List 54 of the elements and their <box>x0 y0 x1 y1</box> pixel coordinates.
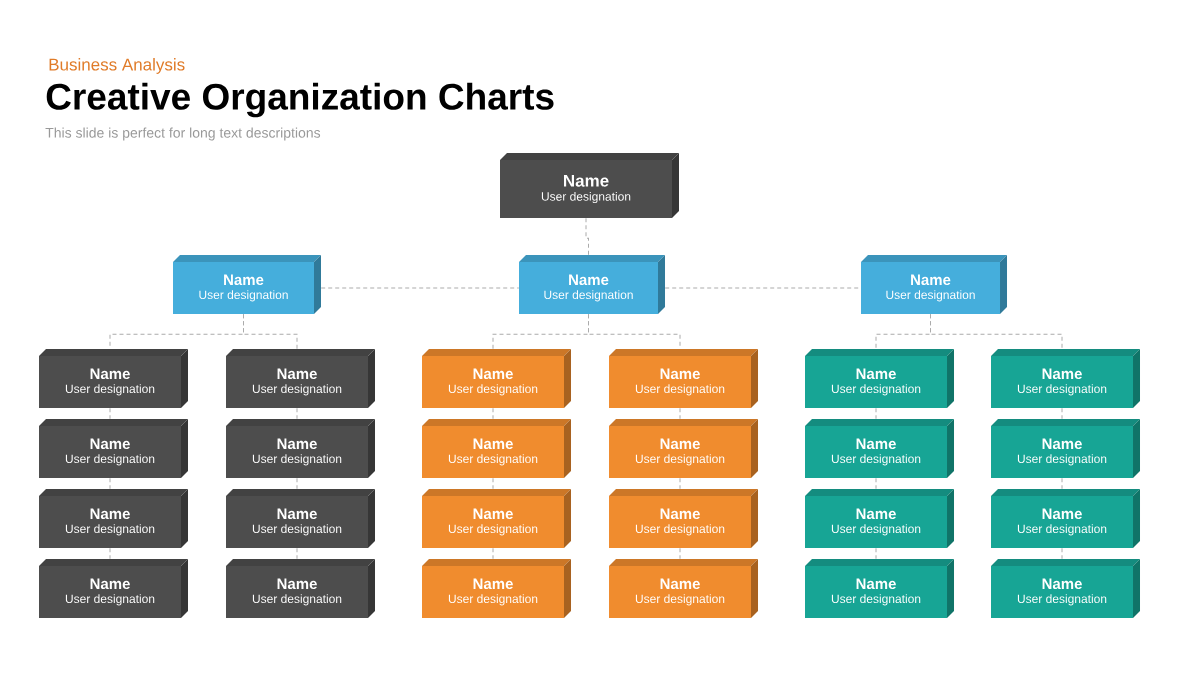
connector-line <box>1061 407 1063 420</box>
connector-line <box>296 547 298 560</box>
org-box: Name User designation <box>805 349 954 408</box>
org-box: Name User designation <box>861 255 1007 314</box>
connector-line <box>875 407 877 420</box>
connector-line <box>875 547 877 560</box>
org-box: Name User designation <box>609 349 758 408</box>
connector-line <box>109 407 111 420</box>
connector-line <box>492 477 494 490</box>
connector-line <box>320 287 520 289</box>
kicker-text: Business Analysis <box>49 58 185 74</box>
org-box: Name User designation <box>39 559 188 618</box>
title: Creative Organization Charts <box>46 82 554 118</box>
connector-line <box>875 477 877 490</box>
org-box: Name User designation <box>991 489 1140 548</box>
connector-line <box>109 477 111 490</box>
org-box: Name User designation <box>226 419 375 478</box>
org-box: Name User designation <box>173 255 321 314</box>
org-box: Name User designation <box>226 489 375 548</box>
org-box: Name User designation <box>805 489 954 548</box>
org-box: Name User designation <box>500 153 679 218</box>
org-box: Name User designation <box>991 419 1140 478</box>
org-box: Name User designation <box>422 489 571 548</box>
connector-line <box>679 547 681 560</box>
org-box: Name User designation <box>609 559 758 618</box>
connector-line <box>664 287 862 289</box>
subtitle: This slide is perfect for long text descriptions <box>45 127 321 141</box>
org-box: Name User designation <box>991 349 1140 408</box>
connector-line <box>296 407 298 420</box>
connector-line <box>296 477 298 490</box>
connector-line <box>492 547 494 560</box>
org-box: Name User designation <box>609 489 758 548</box>
org-box: Name User designation <box>422 349 571 408</box>
connector-line <box>243 313 298 350</box>
org-box: Name User designation <box>39 489 188 548</box>
org-box: Name User designation <box>805 419 954 478</box>
connector-line <box>1061 477 1063 490</box>
org-box: Name User designation <box>39 419 188 478</box>
org-box: Name User designation <box>519 255 665 314</box>
org-box: Name User designation <box>226 349 375 408</box>
connector-line <box>679 407 681 420</box>
connector-line <box>492 407 494 420</box>
connector-line <box>1061 547 1063 560</box>
org-box: Name User designation <box>422 419 571 478</box>
org-box: Name User designation <box>39 349 188 408</box>
connector-line <box>585 217 589 256</box>
org-box: Name User designation <box>226 559 375 618</box>
org-box: Name User designation <box>422 559 571 618</box>
org-box: Name User designation <box>991 559 1140 618</box>
connector-line <box>679 477 681 490</box>
connector-line <box>930 313 1063 350</box>
org-box: Name User designation <box>609 419 758 478</box>
org-box: Name User designation <box>805 559 954 618</box>
connector-line <box>109 547 111 560</box>
